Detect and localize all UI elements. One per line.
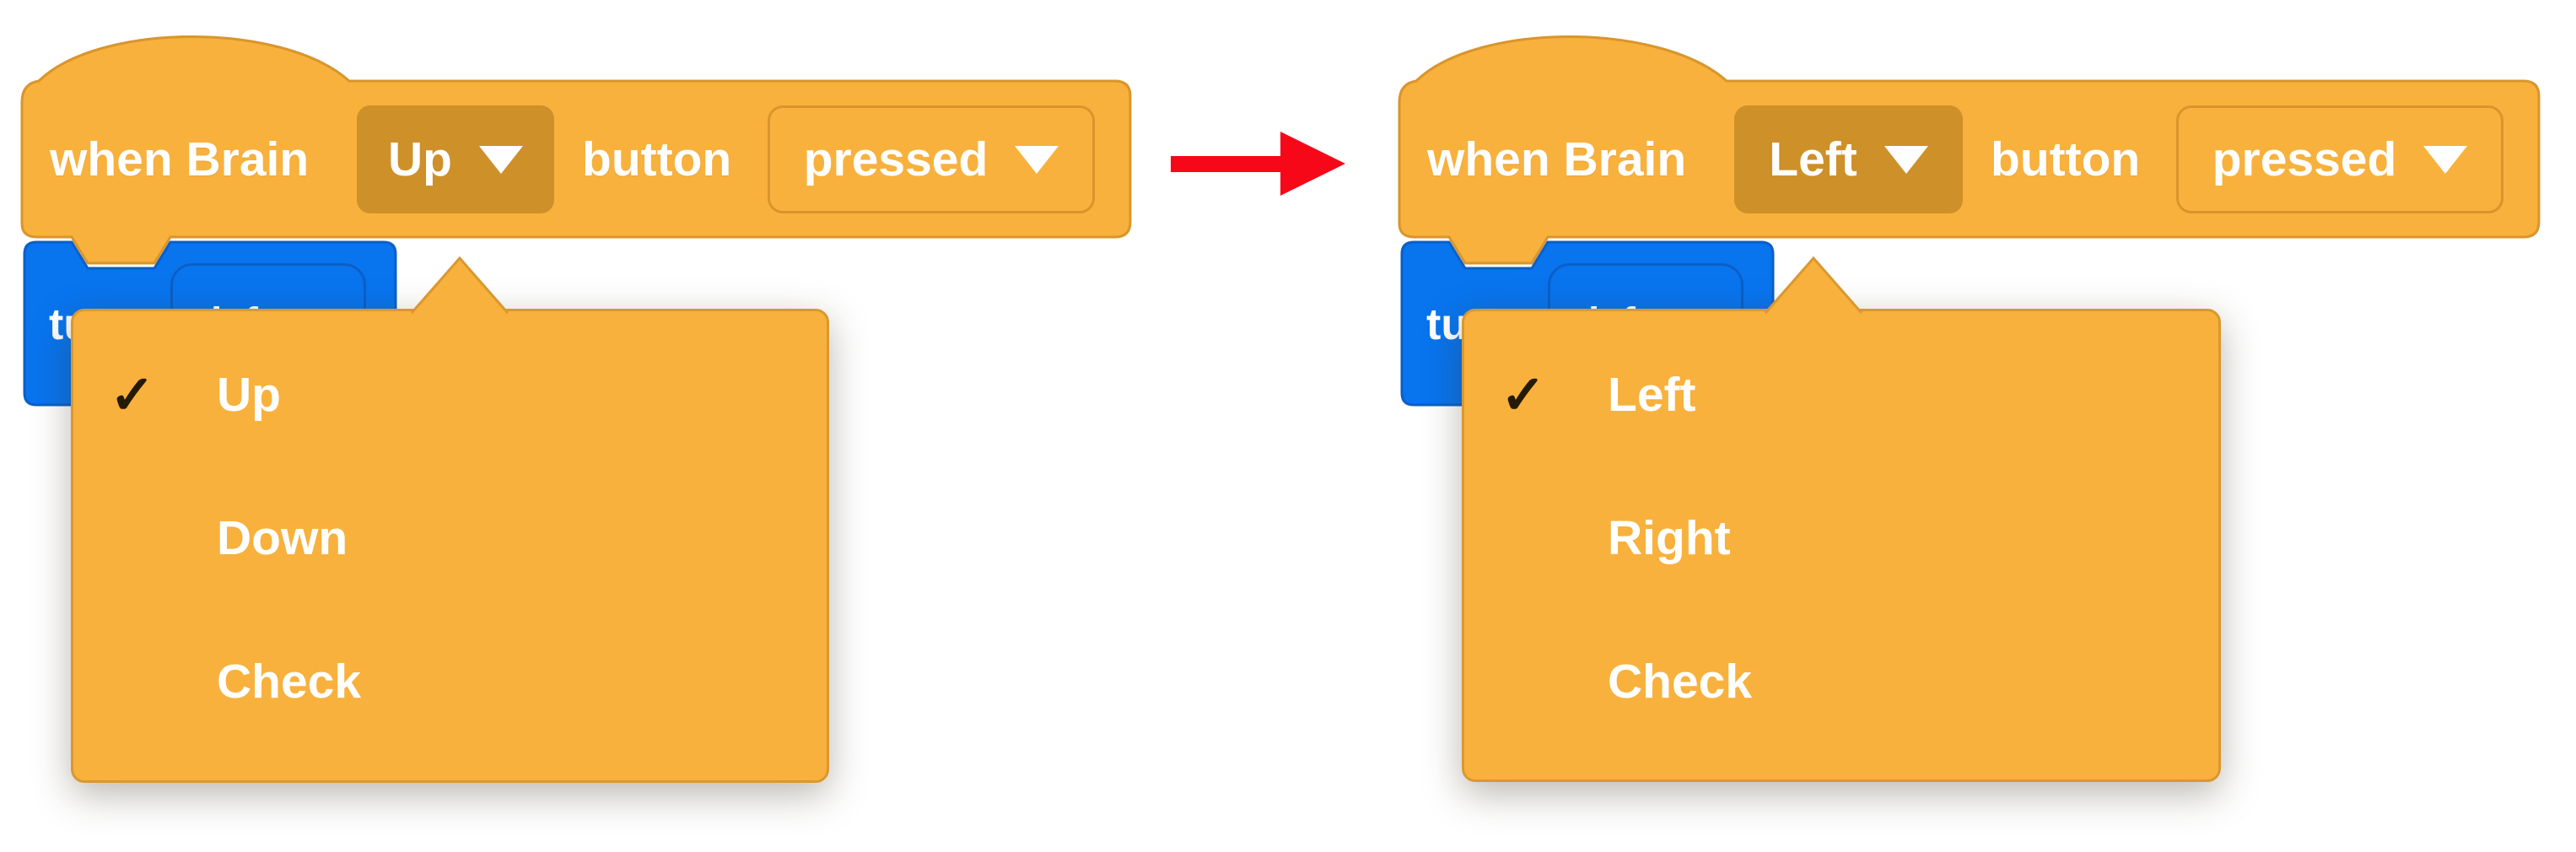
- menu-item[interactable]: Right: [1608, 511, 1731, 565]
- brain-button-dropdown-menu: [1462, 309, 2221, 782]
- menu-item[interactable]: Down: [217, 511, 348, 565]
- pressed-dropdown[interactable]: pressed: [2176, 105, 2503, 213]
- brain-button-value: Left: [1769, 132, 1857, 186]
- brain-button-dropdown[interactable]: Left: [1734, 105, 1963, 213]
- red-arrow-icon: [1171, 132, 1345, 196]
- menu-item[interactable]: Check: [217, 655, 362, 709]
- menu-item[interactable]: Check: [1608, 655, 1753, 709]
- check-icon: ✓: [110, 364, 155, 425]
- brain-button-dropdown[interactable]: Up: [357, 105, 554, 213]
- menu-item[interactable]: Up: [217, 368, 281, 422]
- when-brain-label: when Brain: [50, 132, 310, 186]
- when-brain-button-hat-block[interactable]: [20, 35, 1132, 265]
- pressed-value: pressed: [803, 132, 989, 186]
- check-icon: ✓: [1501, 364, 1546, 425]
- when-brain-button-hat-block[interactable]: [1398, 35, 2541, 265]
- dropdown-arrow-icon: [1015, 145, 1059, 174]
- button-label: button: [582, 132, 732, 186]
- button-label: button: [1991, 132, 2141, 186]
- brain-button-value: Up: [388, 132, 452, 186]
- dropdown-arrow-icon: [1883, 145, 1928, 174]
- brain-button-dropdown-menu: [71, 309, 829, 783]
- menu-item[interactable]: Left: [1608, 368, 1696, 422]
- pressed-value: pressed: [2212, 132, 2397, 186]
- dropdown-arrow-icon: [2423, 145, 2468, 174]
- dropdown-arrow-icon: [478, 145, 523, 174]
- when-brain-label: when Brain: [1427, 132, 1687, 186]
- pressed-dropdown[interactable]: pressed: [768, 105, 1095, 213]
